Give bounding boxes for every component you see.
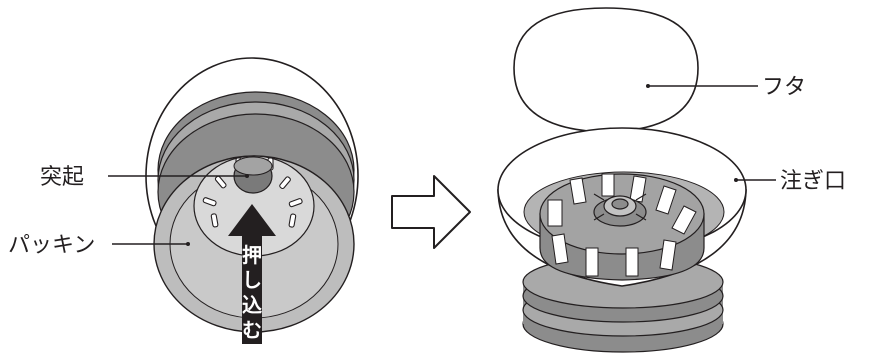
right-figure-spout-open [497, 7, 747, 353]
inner-gear [539, 173, 705, 281]
push-arrow-char-1: 押 [242, 243, 262, 267]
label-spout: 注ぎ口 [780, 169, 846, 194]
lid [513, 7, 699, 133]
push-in-arrow: 押 し 込 む [228, 204, 276, 344]
right-arrow-icon [391, 175, 471, 249]
push-arrow-char-3: 込 [242, 293, 262, 317]
push-arrow-char-4: む [242, 318, 262, 342]
left-figure-spout-bottom: 押 し 込 む [145, 57, 359, 344]
push-arrow-char-2: し [242, 268, 262, 292]
label-protrusion: 突起 [40, 165, 84, 190]
leader-dot-protrusion [245, 174, 249, 178]
label-lid: フタ [762, 75, 806, 100]
label-packing: パッキン [8, 233, 95, 258]
leader-dot-packing [186, 242, 190, 246]
